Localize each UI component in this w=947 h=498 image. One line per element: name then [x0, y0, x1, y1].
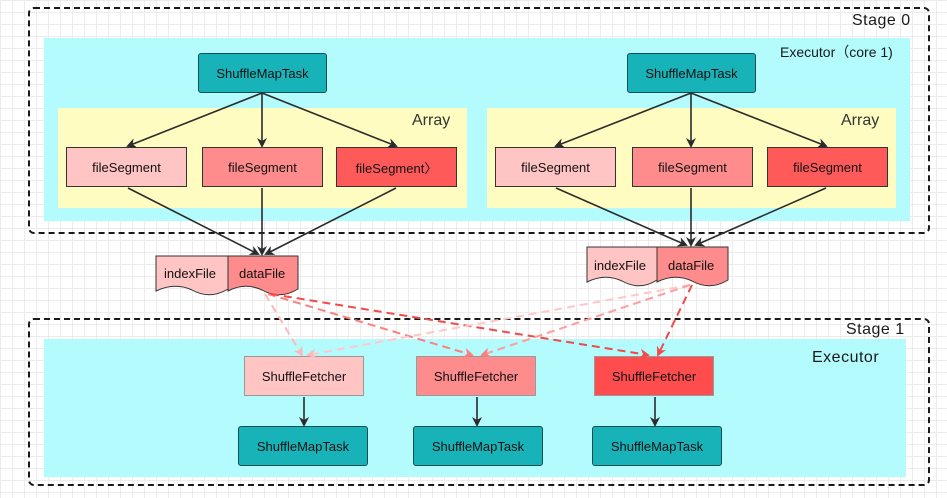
- left-data-file-label[interactable]: dataFile: [239, 266, 286, 281]
- right-file-segment-2[interactable]: fileSegment: [632, 147, 753, 187]
- stage1-shufflemaptask-3[interactable]: ShuffleMapTask: [592, 426, 722, 466]
- left-index-file-label[interactable]: indexFile: [164, 266, 217, 281]
- shuffle-fetcher-1[interactable]: ShuffleFetcher: [244, 356, 364, 396]
- stage-0-box: [28, 7, 930, 234]
- stage-0-label: Stage 0: [852, 12, 911, 29]
- stage0-right-shufflemaptask[interactable]: ShuffleMapTask: [627, 53, 756, 93]
- stage-1-label: Stage 1: [846, 321, 905, 338]
- stage1-shufflemaptask-1[interactable]: ShuffleMapTask: [238, 426, 368, 466]
- shuffle-fetcher-3[interactable]: ShuffleFetcher: [594, 356, 714, 396]
- right-data-file-label[interactable]: dataFile: [668, 258, 715, 273]
- right-array-label: Array: [841, 112, 880, 129]
- stage-0-executor-label: Executor（core 1): [780, 44, 893, 60]
- stage0-left-shufflemaptask[interactable]: ShuffleMapTask: [198, 53, 327, 93]
- shuffle-fetcher-2[interactable]: ShuffleFetcher: [416, 356, 536, 396]
- right-file-segment-3[interactable]: fileSegment: [767, 147, 888, 187]
- stage-1-executor-label: Executor: [812, 349, 880, 366]
- stage1-shufflemaptask-2[interactable]: ShuffleMapTask: [413, 426, 543, 466]
- left-file-segment-2[interactable]: fileSegment: [202, 147, 323, 187]
- right-file-segment-1[interactable]: fileSegment: [495, 147, 616, 187]
- left-file-segment-1[interactable]: fileSegment: [66, 147, 187, 187]
- left-file-segment-3[interactable]: fileSegment〉: [336, 147, 457, 187]
- left-array-label: Array: [412, 112, 451, 129]
- right-index-file-label[interactable]: indexFile: [594, 258, 647, 273]
